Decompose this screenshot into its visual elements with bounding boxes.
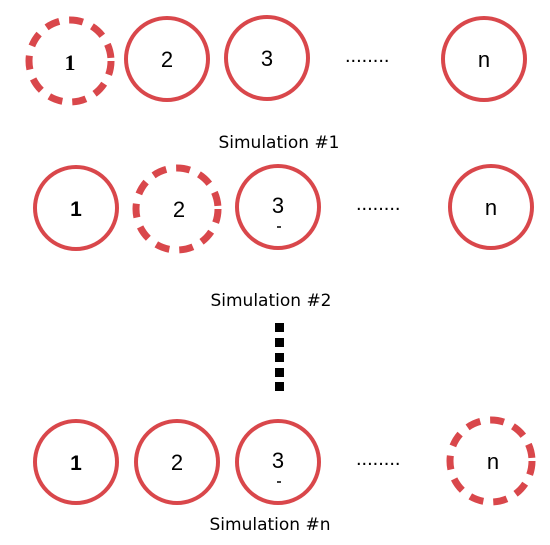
node-circle-n [448,164,534,250]
node-label-1: 1 [70,198,82,221]
node-label-2: 2 [173,197,185,222]
simulation-row-n: 1 2 3 ........ n Simulation #n [33,416,536,535]
node-label-2: 2 [171,450,183,475]
node-label-1: 1 [65,50,76,75]
node-circle-2 [124,16,210,102]
simulation-title-n: Simulation #n [210,515,331,535]
node-label-n: n [487,449,499,474]
node-circle-2 [132,164,222,254]
vertical-continuation-marker [275,323,284,391]
node-label-n: n [478,47,490,72]
node-label-3: 3 [261,46,273,71]
node-circle-n [441,16,527,102]
simulation-title-2: Simulation #2 [210,291,331,311]
node-label-1: 1 [70,452,82,475]
node-circle-3 [235,419,321,505]
node-circle-n [446,416,536,506]
node-circle-2 [134,419,220,505]
node-circle-1 [33,419,119,505]
ellipsis: ........ [345,45,389,67]
simulation-row-2: 1 2 3 ........ n Simulation #2 [33,164,534,311]
ellipsis: ........ [356,193,400,215]
node-circle-3 [224,15,310,101]
simulation-title-1: Simulation #1 [218,133,339,153]
ellipsis: ........ [356,448,400,470]
node-label-2: 2 [161,47,173,72]
node-circle-3 [235,164,321,250]
node-label-n: n [485,195,497,220]
node-circle-1 [33,165,119,251]
simulation-row-1: 1 2 3 ........ n Simulation #1 [25,15,527,153]
node-label-3: 3 [272,193,284,218]
node-circle-1 [25,16,115,106]
node-label-3: 3 [272,448,284,473]
